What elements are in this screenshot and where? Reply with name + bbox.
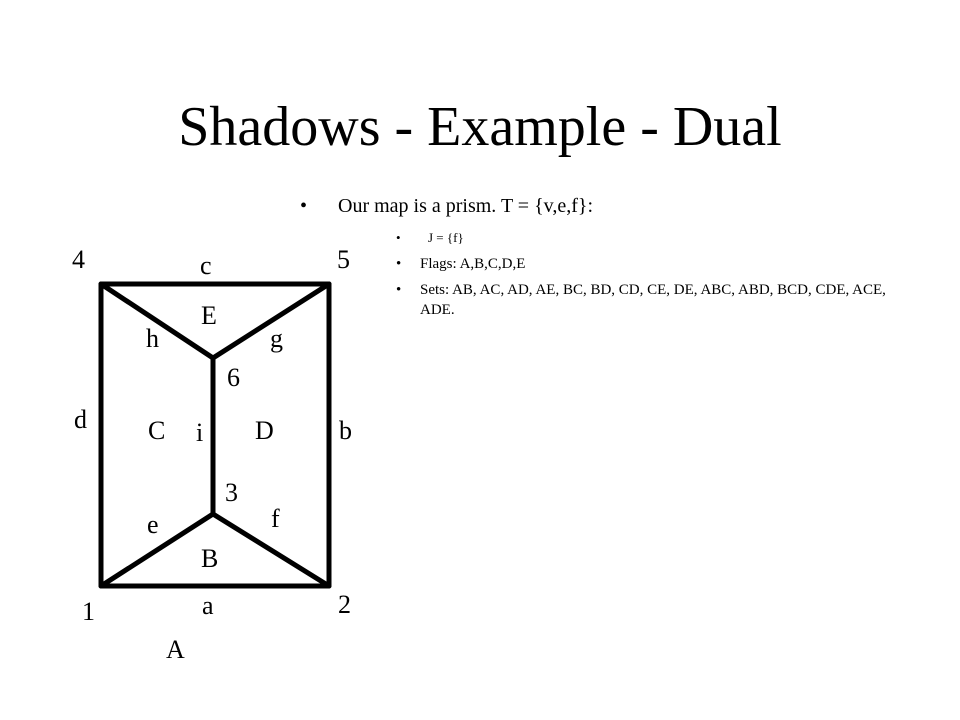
vertex-label-3: 3 [225, 478, 238, 507]
vertex-label-5: 5 [337, 245, 350, 274]
slide-title: Shadows - Example - Dual [178, 96, 782, 158]
bullet-dot: • [396, 282, 402, 298]
bullet-main: • Our map is a prism. T = {v,e,f}: [300, 190, 920, 222]
edge-label-d: d [74, 405, 87, 434]
edge-label-b: b [339, 416, 352, 445]
edge-label-e: e [147, 510, 159, 539]
edge-h [98, 281, 216, 361]
sub-bullet-list: • J = {f} • Flags: A,B,C,D,E • Sets: AB,… [396, 228, 896, 320]
vertex-label-2: 2 [338, 590, 351, 619]
face-label-D: D [255, 416, 274, 445]
face-label-C: C [148, 416, 165, 445]
bullet-dot: • [300, 195, 308, 217]
map-edges [98, 281, 332, 589]
face-label-B: B [201, 544, 218, 573]
face-label-E: E [201, 301, 217, 330]
bullet-list: • Our map is a prism. T = {v,e,f}: • J =… [300, 190, 920, 326]
edge-label-i: i [196, 418, 203, 447]
edge-label-h: h [146, 324, 159, 353]
edge-label-g: g [270, 324, 283, 353]
edge-g [210, 281, 332, 361]
vertex-label-4: 4 [72, 245, 85, 274]
bullet-main-text: Our map is a prism. T = {v,e,f}: [338, 195, 594, 217]
outer-rectangle [98, 281, 332, 589]
edge-f [210, 511, 332, 589]
edge-label-c: c [200, 251, 212, 280]
sub-bullet-j-text: J = {f} [428, 230, 464, 245]
edge-e [98, 511, 216, 589]
sub-bullet-sets: • Sets: AB, AC, AD, AE, BC, BD, CD, CE, … [396, 280, 896, 320]
bullet-dot: • [396, 230, 401, 245]
sub-bullet-flags-text: Flags: A,B,C,D,E [420, 256, 526, 272]
sub-bullet-sets-text: Sets: AB, AC, AD, AE, BC, BD, CD, CE, DE… [420, 282, 886, 318]
face-label-A: A [166, 635, 185, 664]
edge-label-f: f [271, 504, 280, 533]
bullet-dot: • [396, 256, 402, 272]
vertex-label-6: 6 [227, 363, 240, 392]
sub-bullet-j: • J = {f} [396, 228, 896, 248]
edge-label-a: a [202, 591, 214, 620]
sub-bullet-flags: • Flags: A,B,C,D,E [396, 254, 896, 274]
vertex-label-1: 1 [82, 597, 95, 626]
